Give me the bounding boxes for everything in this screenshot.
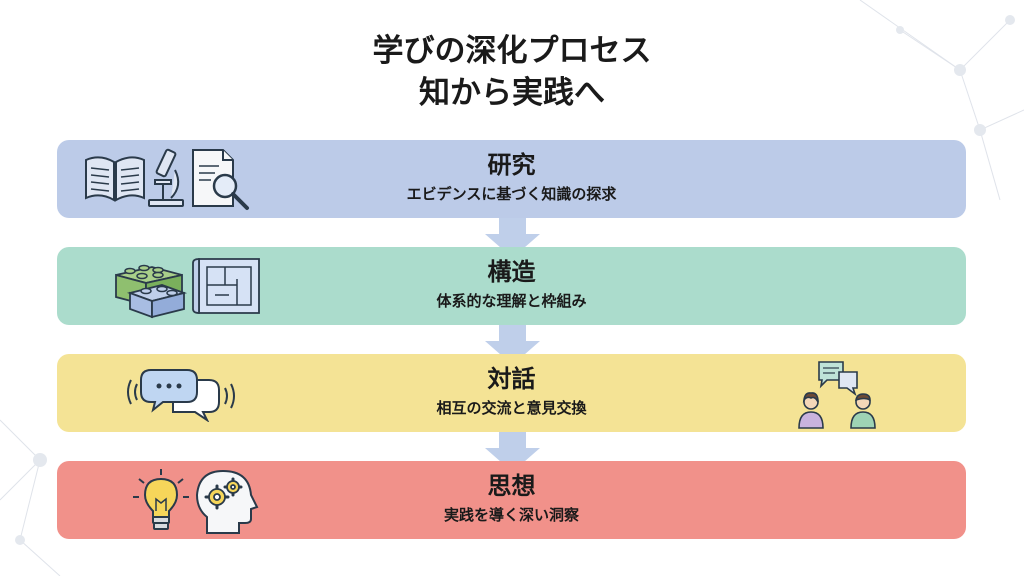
stage-label: 対話 — [487, 365, 536, 393]
stage-description: 体系的な理解と枠組み — [436, 292, 587, 310]
page-title: 学びの深化プロセス 知から実践へ — [0, 30, 1024, 114]
microscope-icon — [148, 148, 184, 207]
stage-label: 構造 — [487, 258, 536, 286]
lightbulb-icon — [133, 469, 189, 530]
title-line-1: 学びの深化プロセス — [372, 33, 652, 69]
document-search-icon — [192, 149, 249, 210]
stage-description: エビデンスに基づく知識の探求 — [406, 185, 617, 203]
down-arrow-icon — [485, 424, 540, 472]
stage-description: 相互の交流と意見交換 — [436, 399, 587, 417]
down-arrow-icon — [485, 317, 540, 365]
people-conversation-icon — [798, 361, 876, 429]
stage-label: 研究 — [487, 151, 536, 179]
stage-label: 思想 — [487, 472, 536, 500]
stage-research: 研究 エビデンスに基づく知識の探求 — [57, 140, 966, 218]
blueprint-icon — [192, 258, 260, 314]
stage-thought: 思想 実践を導く深い洞察 — [57, 461, 966, 539]
speech-bubbles-icon — [127, 369, 235, 422]
head-gears-icon — [195, 469, 259, 534]
stage-description: 実践を導く深い洞察 — [443, 506, 579, 524]
down-arrow-icon — [485, 210, 540, 258]
building-blocks-icon — [115, 264, 188, 319]
book-icon — [85, 156, 145, 202]
stage-structure: 構造 体系的な理解と枠組み — [57, 247, 966, 325]
title-line-2: 知から実践へ — [419, 75, 605, 111]
stage-dialogue: 対話 相互の交流と意見交換 — [57, 354, 966, 432]
